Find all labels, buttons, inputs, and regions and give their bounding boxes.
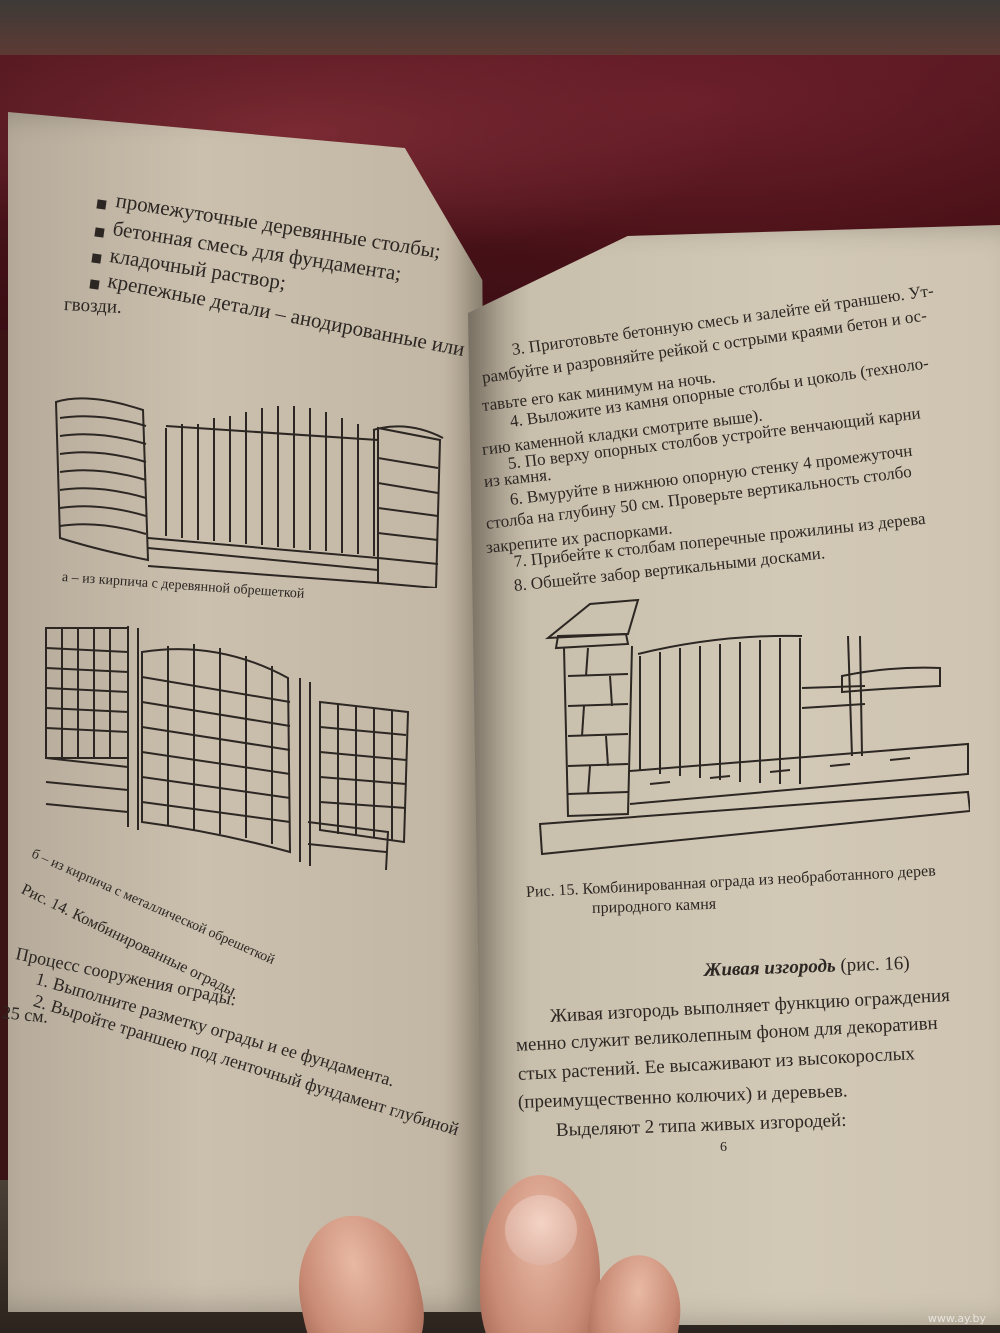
section-title: Живая изгородь <box>703 955 837 981</box>
stone-wood-fence-illustration <box>538 598 970 856</box>
fingernail <box>505 1195 577 1265</box>
brick-wood-fence-illustration <box>54 397 444 588</box>
left-page <box>8 112 492 1312</box>
bullet-icon <box>96 199 107 210</box>
top-strip-background <box>0 0 1000 55</box>
section-ref: (рис. 16) <box>835 952 911 977</box>
watermark: www.ay.by <box>927 1312 986 1325</box>
brick-metal-fence-illustration <box>45 626 410 871</box>
bullet-icon <box>94 227 105 238</box>
page-number: 6 <box>720 1140 727 1155</box>
bullet-continuation: гвозди. <box>63 294 123 319</box>
bullet-icon <box>89 279 100 290</box>
right-page <box>468 225 1000 1325</box>
bullet-icon <box>91 253 102 264</box>
